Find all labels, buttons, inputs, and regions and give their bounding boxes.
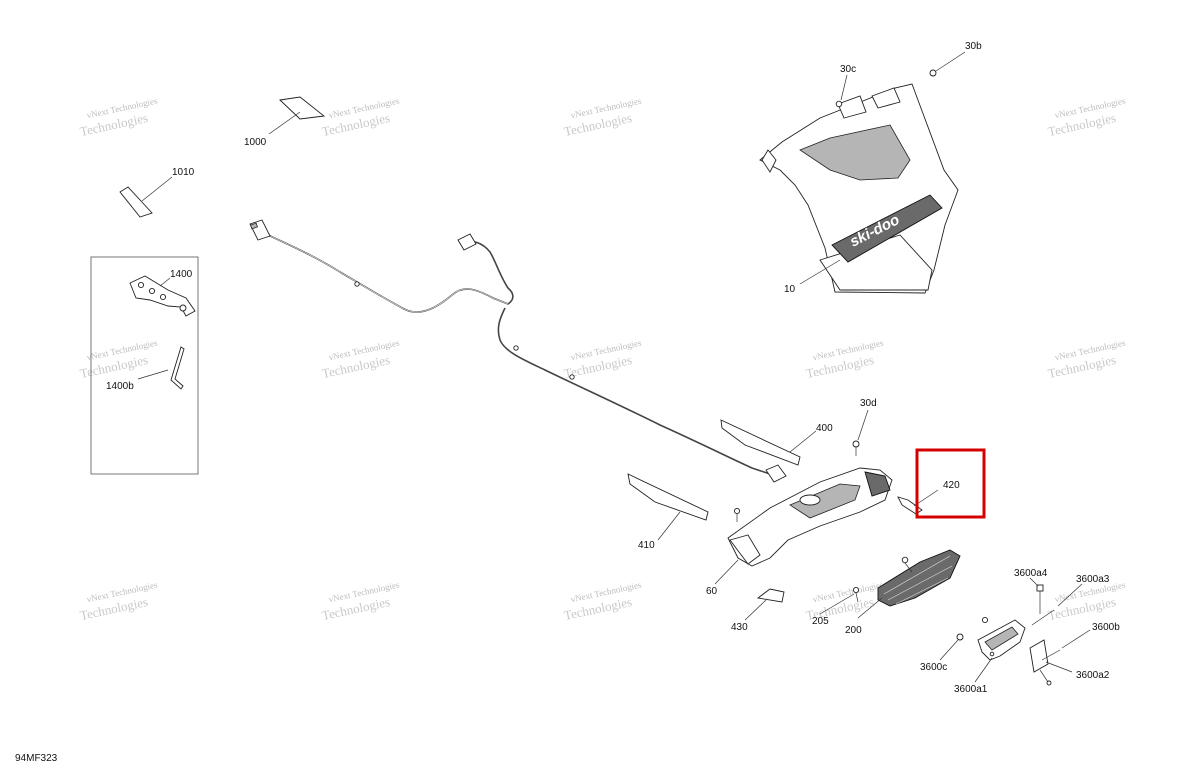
watermark: vNext Technologies Technologies (562, 337, 642, 381)
watermark-layer: vNext Technologies Technologies vNext Te… (78, 95, 1126, 623)
leader-3600c (939, 639, 959, 661)
callout-60[interactable]: 60 (706, 586, 718, 597)
watermark: vNext Technologies Technologies (320, 95, 400, 139)
callout-3600b[interactable]: 3600b (1092, 622, 1120, 633)
watermark: vNext Technologies Technologies (1046, 95, 1126, 139)
watermark: vNext Technologies Technologies (320, 337, 400, 381)
callout-1000[interactable]: 1000 (244, 137, 267, 148)
leader-1400b (137, 369, 169, 380)
part-60-housing[interactable] (727, 467, 893, 567)
callout-30b[interactable]: 30b (965, 41, 982, 52)
callout-3600c[interactable]: 3600c (920, 662, 947, 673)
callout-30c[interactable]: 30c (840, 64, 856, 75)
part-3600a2-plate[interactable] (1029, 639, 1049, 673)
callout-410[interactable]: 410 (638, 540, 655, 551)
leader-30d (857, 409, 869, 441)
part-400-strip[interactable] (720, 419, 801, 466)
watermark: vNext Technologies Technologies (320, 579, 400, 623)
leader-3600a1 (974, 657, 993, 683)
watermark: vNext Technologies Technologies (562, 579, 642, 623)
part-3600-bottom-screw[interactable] (1039, 669, 1052, 686)
callout-1400[interactable]: 1400 (170, 269, 193, 280)
part-1010-decal[interactable] (119, 186, 153, 218)
callout-1400b[interactable]: 1400b (106, 381, 134, 392)
callout-200[interactable]: 200 (845, 625, 862, 636)
part-3600a1-bracket[interactable] (977, 619, 1026, 661)
part-205-screw[interactable] (852, 586, 860, 603)
callout-3600a3[interactable]: 3600a3 (1076, 574, 1110, 585)
leader-3600a3 (1057, 583, 1083, 607)
leader-430 (744, 599, 767, 621)
part-30d-screw[interactable] (852, 440, 860, 456)
part-1000-decal[interactable] (279, 96, 326, 120)
part-30b-nut[interactable] (929, 69, 937, 77)
watermark: vNext Technologies Technologies (78, 579, 158, 623)
leader-400 (789, 430, 817, 453)
leader-10 (799, 259, 841, 285)
callout-430[interactable]: 430 (731, 622, 748, 633)
callout-420[interactable]: 420 (943, 480, 960, 491)
part-3600a3-screw[interactable] (1031, 609, 1055, 626)
watermark: vNext Technologies Technologies (1046, 579, 1126, 623)
part-60-screw[interactable] (733, 507, 741, 522)
callout-3600a1[interactable]: 3600a1 (954, 684, 988, 695)
part-3600-washer[interactable] (981, 616, 989, 624)
callout-205[interactable]: 205 (812, 616, 829, 627)
leader-30b (935, 51, 966, 72)
leader-410 (657, 511, 681, 541)
leader-3600a4 (1029, 577, 1039, 587)
part-3600b-bolt[interactable] (1041, 649, 1061, 661)
callout-1010[interactable]: 1010 (172, 167, 195, 178)
callout-3600a2[interactable]: 3600a2 (1076, 670, 1110, 681)
part-1400-wrench[interactable] (129, 275, 196, 317)
leader-205 (819, 593, 855, 615)
leader-1000 (268, 111, 301, 135)
part-200-screw[interactable] (901, 556, 913, 573)
part-30c-screw[interactable] (835, 100, 843, 108)
part-200-tail-light[interactable] (877, 549, 961, 607)
callout-3600a4[interactable]: 3600a4 (1014, 568, 1048, 579)
wiring-harness[interactable] (249, 219, 787, 483)
callout-30d[interactable]: 30d (860, 398, 877, 409)
watermark: vNext Technologies Technologies (562, 95, 642, 139)
part-410-strip[interactable] (627, 473, 709, 521)
part-430-decal[interactable] (756, 588, 785, 603)
leader-30c (840, 74, 848, 101)
leader-200 (857, 597, 883, 619)
part-3600c-nut[interactable] (956, 633, 964, 641)
watermark: vNext Technologies Technologies (804, 337, 884, 381)
leader-60 (714, 559, 739, 585)
callout-400[interactable]: 400 (816, 423, 833, 434)
diagram-code: 94MF323 (15, 753, 58, 764)
highlight-box-420 (915, 448, 986, 519)
watermark: vNext Technologies Technologies (78, 337, 158, 381)
leader-1010 (141, 176, 173, 202)
tool-kit-frame (90, 256, 199, 475)
part-3600a4-bolt[interactable] (1036, 584, 1044, 614)
leader-3600b (1061, 629, 1091, 649)
part-1400b-hex-key[interactable] (170, 346, 185, 390)
watermark: vNext Technologies Technologies (78, 95, 158, 139)
callout-10[interactable]: 10 (784, 284, 796, 295)
leader-1400 (159, 277, 171, 287)
part-10-rear-flap[interactable]: ski-doo (759, 83, 959, 294)
watermark: vNext Technologies Technologies (1046, 337, 1126, 381)
leader-3600a2 (1045, 661, 1073, 673)
